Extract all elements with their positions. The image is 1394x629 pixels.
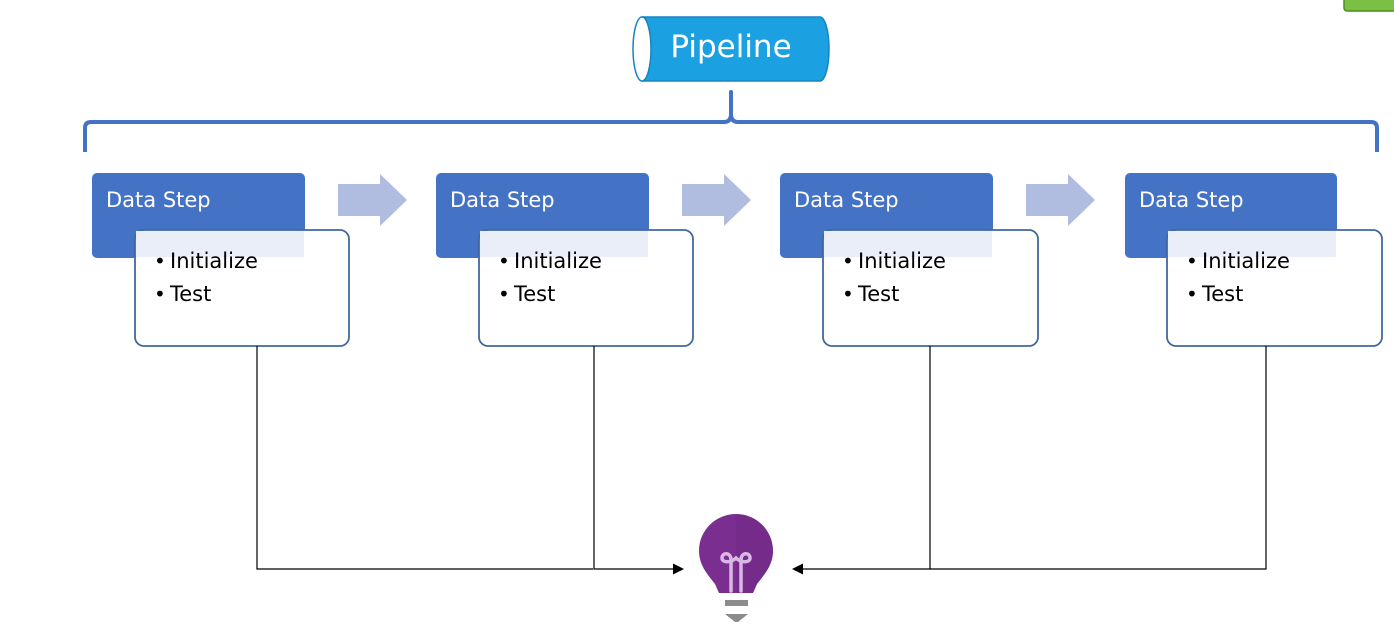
step-bullet-marker: • — [1186, 249, 1198, 273]
step-header-label: Data Step — [450, 188, 555, 212]
pipeline-brace — [83, 90, 1379, 152]
step-item: Initialize — [170, 249, 258, 273]
connector-line-left — [256, 346, 593, 570]
corner-tab — [1343, 0, 1394, 12]
lightbulb-glass — [699, 514, 773, 593]
step-bullet-marker: • — [842, 282, 854, 306]
right-arrow-icon — [1026, 174, 1095, 226]
step-item: Initialize — [858, 249, 946, 273]
step-bullet-marker: • — [498, 282, 510, 306]
step-overlap — [480, 231, 648, 257]
data-step-4: Data Step • Initialize • Test — [1125, 173, 1383, 347]
step-body-box — [478, 229, 694, 347]
connector-line-right — [930, 346, 1267, 570]
connector-line-right-inner — [802, 346, 931, 570]
flow-arrows — [338, 174, 1095, 226]
step-bullet-marker: • — [154, 249, 166, 273]
step-overlap — [136, 231, 304, 257]
data-step-1: Data Step • Initialize • Test — [92, 173, 350, 347]
pipeline-title-shape: Pipeline — [632, 16, 830, 82]
step-header-label: Data Step — [1139, 188, 1244, 212]
step-overlap — [824, 231, 992, 257]
lightbulb-tip — [725, 614, 748, 622]
right-arrow-icon — [682, 174, 751, 226]
connector-arrowhead-right — [792, 563, 803, 575]
step-item: Test — [1201, 282, 1243, 306]
step-body-box — [1166, 229, 1383, 347]
step-header-label: Data Step — [794, 188, 899, 212]
pipeline-title: Pipeline — [670, 29, 791, 65]
step-bullet-marker: • — [1186, 282, 1198, 306]
data-step-3: Data Step • Initialize • Test — [780, 173, 1039, 347]
step-item: Test — [857, 282, 899, 306]
step-item: Test — [169, 282, 211, 306]
connectors — [256, 346, 1267, 575]
lightbulb-filament — [720, 552, 752, 593]
lightbulb-shade — [736, 514, 773, 593]
pipeline-cylinder-cap — [632, 16, 652, 82]
step-bullet-marker: • — [498, 249, 510, 273]
step-bullet-marker: • — [842, 249, 854, 273]
lightbulb-icon — [699, 514, 773, 622]
step-body-box — [134, 229, 350, 347]
step-overlap — [1168, 231, 1336, 257]
data-step-2: Data Step • Initialize • Test — [436, 173, 694, 347]
lightbulb-base — [725, 600, 748, 606]
right-arrow-icon — [338, 174, 407, 226]
step-header-label: Data Step — [106, 188, 211, 212]
connector-arrowhead-left — [673, 563, 684, 575]
step-item: Test — [513, 282, 555, 306]
step-bullet-marker: • — [154, 282, 166, 306]
step-item: Initialize — [514, 249, 602, 273]
connector-line-left-inner — [593, 346, 674, 570]
step-item: Initialize — [1202, 249, 1290, 273]
pipeline-cylinder-body — [641, 16, 830, 82]
